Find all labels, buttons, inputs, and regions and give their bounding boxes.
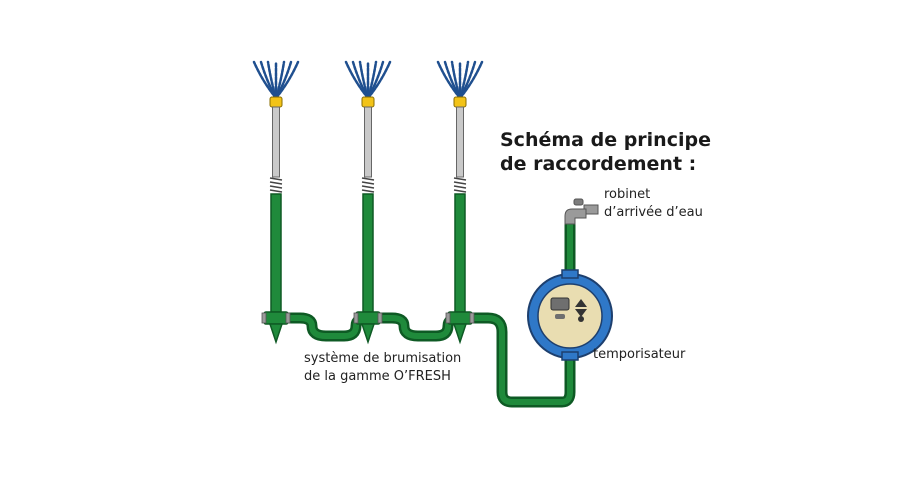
connector-ring <box>377 312 383 324</box>
diagram-title: Schéma de principe de raccordement : <box>500 128 711 176</box>
connector-ring <box>285 312 291 324</box>
connector-ring <box>353 312 359 324</box>
spring-coil <box>361 189 375 193</box>
nozzle-collar <box>361 96 375 108</box>
mister-rod <box>456 106 464 178</box>
timer-icon <box>527 269 613 361</box>
system-label: système de brumisation de la gamme O’FRE… <box>304 350 461 386</box>
spring-coil <box>453 189 467 193</box>
title-line-2: de raccordement : <box>500 153 697 175</box>
stake-body <box>270 193 282 313</box>
timer-label: temporisateur <box>593 346 685 364</box>
main-hose <box>270 312 576 408</box>
connector-ring <box>445 312 451 324</box>
spring-coil <box>361 177 375 181</box>
faucet-icon <box>564 198 599 225</box>
mister-icon <box>436 60 484 345</box>
nozzle-collar <box>269 96 283 108</box>
faucet-label: robinet d’arrivée d’eau <box>604 186 703 222</box>
spring-coil <box>269 189 283 193</box>
stake-body <box>362 193 374 313</box>
nozzle-collar <box>453 96 467 108</box>
misting-stakes <box>252 60 484 345</box>
spring-coil <box>361 185 375 189</box>
faucet-label-line-1: robinet <box>604 187 651 202</box>
connector-ring <box>261 312 267 324</box>
stake-body <box>454 193 466 313</box>
tee-connector <box>447 311 473 325</box>
system-label-line-2: de la gamme O’FRESH <box>304 369 451 384</box>
spring-coil <box>453 185 467 189</box>
nozzle-fan <box>252 60 300 100</box>
system-label-line-1: système de brumisation <box>304 351 462 366</box>
title-line-1: Schéma de principe <box>500 129 711 151</box>
tee-connector <box>355 311 381 325</box>
mister-icon <box>344 60 392 345</box>
ground-spike <box>452 323 468 345</box>
spring-coil <box>361 181 375 185</box>
spring-coil <box>269 185 283 189</box>
mister-rod <box>272 106 280 178</box>
nozzle-fan <box>344 60 392 100</box>
mister-rod <box>364 106 372 178</box>
tee-connector <box>263 311 289 325</box>
timer-label-text: temporisateur <box>593 347 686 362</box>
spring-coil <box>269 181 283 185</box>
spring-coil <box>453 177 467 181</box>
connector-ring <box>469 312 475 324</box>
mister-icon <box>252 60 300 345</box>
ground-spike <box>360 323 376 345</box>
nozzle-fan <box>436 60 484 100</box>
spring-coil <box>453 181 467 185</box>
spring-coil <box>269 177 283 181</box>
ground-spike <box>268 323 284 345</box>
faucet-label-line-2: d’arrivée d’eau <box>604 205 703 220</box>
